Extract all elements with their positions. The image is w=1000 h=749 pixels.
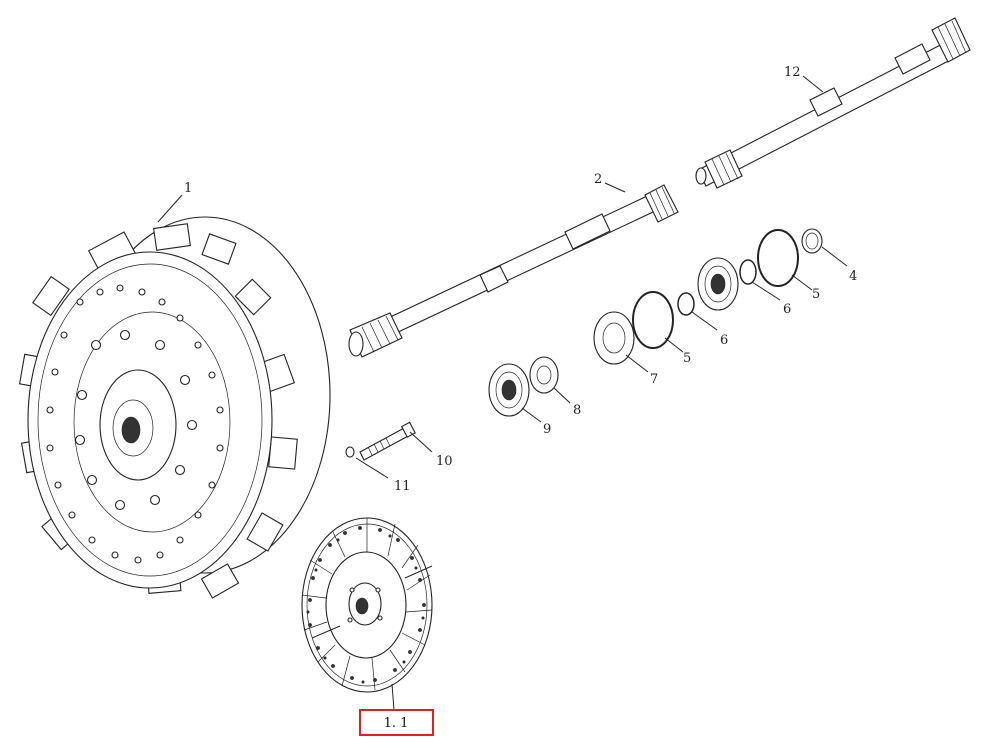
callout-10-leader — [409, 431, 433, 453]
input-shaft[interactable] — [348, 184, 679, 358]
callout-7-leader — [625, 354, 649, 373]
callout-12: 12 — [784, 65, 801, 80]
part-8-washer[interactable] — [529, 356, 559, 394]
callout-4: 4 — [849, 269, 857, 284]
callout-5a-leader — [791, 274, 813, 291]
highlight-box — [359, 709, 434, 736]
upper-bearing[interactable] — [697, 257, 739, 311]
callout-1-1-leader — [391, 683, 395, 711]
part-11-washer[interactable] — [345, 446, 355, 458]
part-6-ring-lower[interactable] — [677, 292, 695, 316]
callout-10: 10 — [436, 454, 453, 469]
callout-5b: 5 — [683, 351, 691, 366]
part-7-seal[interactable] — [593, 311, 635, 365]
clutch-disc[interactable] — [301, 517, 433, 693]
part-5-snap-ring-upper[interactable] — [757, 229, 799, 287]
callout-4-leader — [821, 246, 848, 267]
callout-1-leader — [157, 194, 183, 223]
callout-2-leader — [604, 182, 626, 193]
callout-11-leader — [355, 457, 389, 479]
part-4-ring[interactable] — [801, 228, 823, 254]
callout-1: 1 — [184, 181, 192, 196]
callout-2: 2 — [594, 172, 602, 187]
callout-7: 7 — [650, 372, 658, 387]
callout-1-1-label: 1. 1 — [384, 716, 409, 731]
part-6-ring-upper[interactable] — [739, 259, 757, 285]
callout-6b-leader — [691, 311, 718, 331]
callout-11: 11 — [394, 479, 411, 494]
callout-6b: 6 — [720, 333, 728, 348]
callout-9-leader — [521, 407, 542, 423]
callout-9: 9 — [543, 422, 551, 437]
callout-6a: 6 — [783, 302, 791, 317]
clutch-assembly[interactable] — [18, 216, 331, 599]
callout-5a: 5 — [812, 287, 820, 302]
callout-12-leader — [802, 75, 824, 93]
part-5-snap-ring-lower[interactable] — [632, 291, 674, 349]
callout-8: 8 — [573, 403, 581, 418]
part-9-bearing[interactable] — [488, 363, 530, 417]
part-10-bolt[interactable] — [359, 421, 416, 461]
callout-6a-leader — [751, 281, 781, 301]
callout-5b-leader — [664, 337, 684, 353]
upper-shaft[interactable] — [695, 17, 971, 189]
callout-8-leader — [553, 387, 571, 404]
